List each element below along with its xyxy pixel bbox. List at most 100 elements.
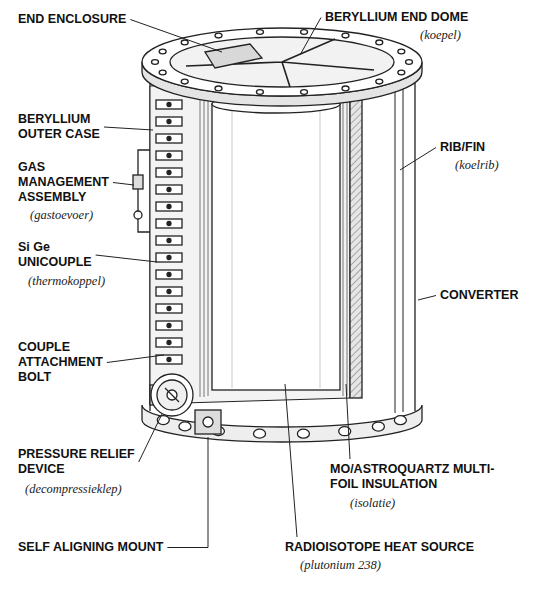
unicouple: [156, 287, 182, 296]
part-label: END ENCLOSURE: [18, 12, 158, 27]
unicouple: [156, 321, 182, 330]
attachment-bolt: [167, 171, 171, 175]
part-label: CONVERTER: [440, 288, 540, 303]
unicouple-leg: [156, 253, 182, 262]
unicouple-leg: [156, 134, 182, 143]
unicouple-leg: [156, 202, 182, 211]
annotation-text: (koepel): [420, 28, 500, 43]
bolt-hole: [181, 40, 188, 45]
unicouple-leg: [156, 117, 182, 126]
attachment-bolt: [167, 154, 171, 158]
leader-line: [300, 18, 321, 56]
relief-inner: [157, 380, 187, 410]
converter-housing: [133, 28, 422, 442]
relief-slot: [165, 388, 179, 402]
unicouple: [156, 202, 182, 211]
unicouple: [156, 185, 182, 194]
bolt-hole: [256, 30, 263, 35]
leader-line: [107, 355, 164, 363]
unicouple: [156, 236, 182, 245]
unicouple: [156, 219, 182, 228]
part-label: RIB/FIN: [440, 140, 530, 155]
unicouple-leg: [156, 236, 182, 245]
part-label: BERYLLIUM OUTER CASE: [18, 112, 113, 142]
bolt-hole: [181, 79, 188, 84]
annotation-text: (isolatie): [350, 496, 440, 511]
bolt-hole: [301, 90, 308, 95]
bolt-hole: [152, 60, 159, 65]
unicouple: [156, 355, 182, 364]
dome-struts: [186, 39, 374, 87]
unicouple: [156, 338, 182, 347]
part-label: GAS MANAGEMENT ASSEMBLY: [18, 160, 123, 205]
rib-fin: [395, 75, 403, 413]
unicouple: [156, 168, 182, 177]
flange-hole: [179, 422, 191, 431]
attachment-bolt: [167, 307, 171, 311]
end-dome: [170, 37, 394, 87]
part-label: SELF ALIGNING MOUNT: [18, 540, 218, 555]
bolt-hole: [256, 90, 263, 95]
unicouple-leg: [156, 168, 182, 177]
unicouple: [156, 134, 182, 143]
attachment-bolt: [167, 103, 171, 107]
part-label: MO/ASTROQUARTZ MULTI-FOIL INSULATION: [330, 462, 505, 492]
attachment-bolt: [167, 256, 171, 260]
flange-hole: [254, 429, 266, 438]
cutaway-opening: [150, 80, 350, 404]
gas-fitting: [134, 211, 142, 219]
bolt-hole: [159, 49, 166, 54]
unicouple-leg: [156, 304, 182, 313]
heat-source: [212, 104, 340, 390]
bolt-hole: [215, 33, 222, 38]
leader-line: [418, 296, 436, 301]
outer-case-fill: [150, 72, 415, 410]
bolt-hole: [159, 70, 166, 75]
heat-source-shading: [232, 110, 320, 388]
unicouple-leg: [156, 287, 182, 296]
attachment-bolt: [167, 137, 171, 141]
bolt-hole: [406, 60, 413, 65]
leader-line: [113, 183, 134, 186]
attachment-bolt: [167, 205, 171, 209]
self-aligning-mount: [195, 410, 221, 434]
unicouple-leg: [156, 338, 182, 347]
leader-line: [104, 127, 153, 130]
bolt-hole: [398, 70, 405, 75]
unicouple: [156, 151, 182, 160]
annotation-text: (thermokoppel): [28, 274, 138, 289]
unicouple-leg: [156, 270, 182, 279]
attachment-bolt: [167, 324, 171, 328]
mount-hole: [203, 417, 213, 427]
annotation-text: (koelrib): [455, 158, 535, 173]
bolt-hole: [342, 33, 349, 38]
part-label: PRESSURE RELIEF DEVICE: [18, 447, 146, 477]
unicouple: [156, 304, 182, 313]
converter-wall: [350, 78, 362, 398]
attachment-bolt: [167, 358, 171, 362]
leader-line: [346, 384, 350, 459]
part-label: Si Ge UNICOUPLE: [18, 240, 108, 270]
unicouple-leg: [156, 151, 182, 160]
flange-hole: [297, 429, 309, 438]
unicouple-leg: [156, 100, 182, 109]
leader-line: [139, 414, 162, 462]
unicouple-leg: [156, 219, 182, 228]
annotation-text: (gastoevoer): [30, 208, 130, 223]
attachment-bolt: [167, 222, 171, 226]
part-label: COUPLE ATTACHMENT BOLT: [18, 340, 118, 385]
flange-hole: [372, 422, 384, 431]
attachment-bolt: [167, 290, 171, 294]
leader-line: [285, 384, 297, 537]
leader-line: [130, 20, 222, 53]
leader-line: [400, 148, 436, 171]
flange-hole: [394, 416, 406, 425]
bolt-hole: [376, 79, 383, 84]
attachment-bolt: [167, 273, 171, 277]
attachment-bolt: [167, 120, 171, 124]
end-enclosure: [205, 44, 262, 68]
bolt-hole: [376, 40, 383, 45]
unicouple: [156, 117, 182, 126]
multi-foil-insulation: [200, 89, 347, 397]
unicouple-leg: [156, 185, 182, 194]
